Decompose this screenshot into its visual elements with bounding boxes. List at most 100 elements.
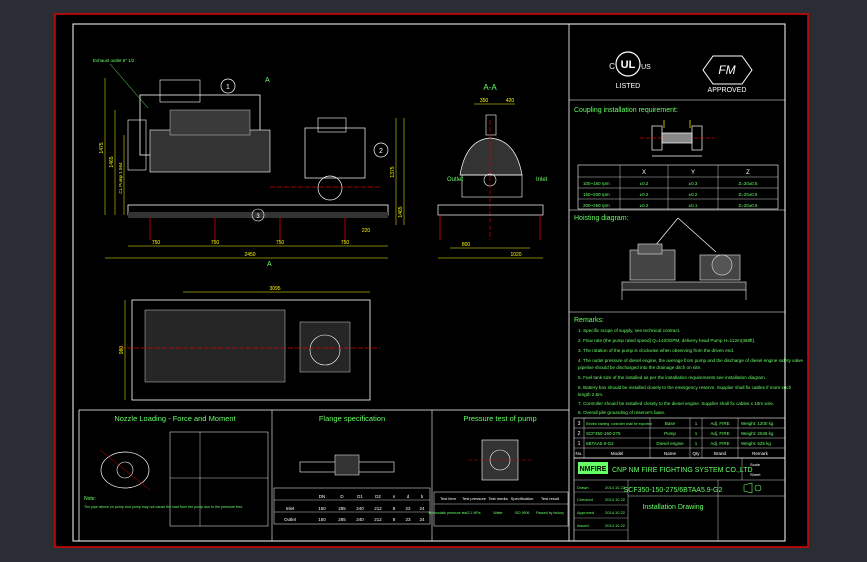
- svg-text:7. Controller should be instal: 7. Controller should be installed closel…: [578, 401, 774, 406]
- svg-text:1. Specific scope of supply, s: 1. Specific scope of supply, see technic…: [578, 328, 680, 333]
- svg-text:±0.1: ±0.1: [689, 203, 698, 208]
- svg-text:150~200 rpm: 150~200 rpm: [583, 192, 610, 197]
- svg-text:2014.10.22: 2014.10.22: [605, 485, 626, 490]
- svg-text:D1: D1: [357, 494, 363, 499]
- svg-text:3: 3: [256, 214, 260, 220]
- remarks-block: Remarks: 1. Specific scope of supply, se…: [574, 317, 803, 415]
- drawing-border: [72, 23, 786, 542]
- svg-text:Weight: 625 kg: Weight: 625 kg: [741, 441, 771, 446]
- svg-text:APPROVED: APPROVED: [708, 87, 747, 94]
- side-view: A-A 350 420 Outlet Inlet 800 1020: [437, 83, 548, 259]
- svg-text:Qty: Qty: [692, 451, 700, 456]
- svg-text:2.1 MPa: 2.1 MPa: [467, 511, 480, 515]
- svg-text:350: 350: [480, 98, 489, 104]
- svg-text:Inlet: Inlet: [536, 177, 548, 183]
- svg-text:750: 750: [152, 240, 161, 246]
- svg-text:23: 23: [405, 506, 411, 511]
- svg-text:b: b: [421, 494, 424, 499]
- plan-view: 3095 980: [119, 286, 380, 401]
- ul-listed-logo: UL C US LISTED: [609, 51, 651, 90]
- svg-text:Model: Model: [611, 451, 623, 456]
- svg-text:length 2.5m.: length 2.5m.: [578, 392, 603, 397]
- svg-text:750: 750: [211, 240, 220, 246]
- svg-text:LISTED: LISTED: [616, 83, 641, 90]
- svg-text:8: 8: [393, 517, 396, 522]
- svg-text:1020: 1020: [510, 252, 521, 258]
- svg-text:d: d: [407, 494, 410, 499]
- svg-text:±0.2: ±0.2: [689, 192, 698, 197]
- flange-spec-section: Flange specification DN D D1 D2 n d b In…: [273, 414, 431, 525]
- svg-text:23: 23: [405, 517, 411, 522]
- svg-text:220: 220: [362, 228, 371, 234]
- svg-text:CL Pump 1 564: CL Pump 1 564: [118, 162, 123, 194]
- svg-text:DN: DN: [319, 494, 326, 499]
- svg-text:8: 8: [393, 506, 396, 511]
- svg-text:Nozzle Loading - Force and Mom: Nozzle Loading - Force and Moment: [114, 414, 236, 423]
- svg-text:2014.10.22: 2014.10.22: [605, 523, 626, 528]
- svg-text:8. Overall pile grounding of r: 8. Overall pile grounding of reserve's b…: [578, 410, 665, 415]
- svg-text:A: A: [265, 77, 270, 84]
- svg-text:Test pressure: Test pressure: [462, 496, 487, 501]
- svg-text:Adj. FIRE: Adj. FIRE: [710, 431, 729, 436]
- svg-text:2: 2: [578, 431, 581, 437]
- svg-text:1: 1: [578, 441, 581, 447]
- svg-text:Sheet: Sheet: [750, 472, 761, 477]
- svg-text:ISO 9906: ISO 9906: [515, 511, 530, 515]
- svg-text:Test media: Test media: [488, 496, 508, 501]
- front-view: Exhaust outlet 6" 1/2 A A 1 2 3 750 7: [93, 58, 405, 268]
- svg-text:Weight: 2045 kg: Weight: 2045 kg: [741, 431, 774, 436]
- svg-text:Z=20±0.5: Z=20±0.5: [738, 181, 758, 186]
- svg-text:Specification: Specification: [511, 496, 534, 501]
- svg-text:FM: FM: [718, 63, 735, 77]
- svg-text:D: D: [340, 494, 344, 499]
- svg-text:pipeline should be discharged: pipeline should be discharged into the d…: [578, 365, 701, 370]
- svg-text:Test item: Test item: [440, 496, 457, 501]
- svg-text:Hydrostatic pressure test: Hydrostatic pressure test: [429, 511, 468, 515]
- svg-text:Diesel engine: Diesel engine: [656, 441, 684, 446]
- svg-text:Y: Y: [691, 170, 695, 176]
- svg-text:US: US: [641, 64, 651, 71]
- coupling-diagram: [640, 120, 715, 157]
- svg-text:150: 150: [318, 517, 326, 522]
- svg-text:Issued: Issued: [577, 523, 589, 528]
- svg-text:3. The rotation of the pump is: 3. The rotation of the pump is clockwise…: [578, 348, 734, 353]
- svg-text:285: 285: [338, 517, 346, 522]
- svg-text:Adj. FIRE: Adj. FIRE: [710, 441, 729, 446]
- svg-text:±0.2: ±0.2: [640, 181, 649, 186]
- drawing-number: SCF350-150-275/6BTAA5.9-G2: [624, 487, 723, 494]
- svg-text:Note:: Note:: [84, 496, 96, 502]
- svg-text:Remark: Remark: [752, 451, 769, 456]
- svg-text:1375: 1375: [390, 166, 396, 177]
- svg-text:X: X: [642, 170, 646, 176]
- svg-text:±0.2: ±0.2: [640, 192, 649, 197]
- svg-text:Outlet: Outlet: [447, 177, 463, 183]
- svg-text:Water: Water: [493, 511, 503, 515]
- svg-text:2450: 2450: [244, 252, 255, 258]
- svg-text:Scale: Scale: [750, 462, 761, 467]
- svg-text:Name: Name: [664, 451, 677, 456]
- svg-text:1: 1: [695, 441, 698, 446]
- svg-text:1475: 1475: [99, 142, 105, 153]
- svg-text:240: 240: [356, 506, 364, 511]
- svg-text:6. Battery box should be insta: 6. Battery box should be installed close…: [578, 385, 792, 390]
- svg-text:Outlet: Outlet: [284, 517, 297, 522]
- svg-text:n: n: [393, 494, 396, 499]
- drawing-title: Installation Drawing: [642, 504, 703, 511]
- svg-text:Test result: Test result: [541, 496, 560, 501]
- svg-text:2014.10.22: 2014.10.22: [605, 497, 626, 502]
- svg-text:±0.3: ±0.3: [689, 181, 698, 186]
- svg-text:800: 800: [462, 242, 471, 248]
- svg-text:Passed by factory: Passed by factory: [536, 511, 564, 515]
- svg-text:A: A: [267, 261, 272, 268]
- svg-text:Z: Z: [746, 170, 750, 176]
- hoisting-diagram: [621, 217, 747, 300]
- svg-text:750: 750: [276, 240, 285, 246]
- svg-text:150: 150: [318, 506, 326, 511]
- svg-text:1: 1: [695, 431, 698, 436]
- svg-text:Z=20±0.5: Z=20±0.5: [738, 203, 758, 208]
- svg-text:Inlet: Inlet: [286, 506, 295, 511]
- svg-text:1465: 1465: [398, 206, 404, 217]
- svg-text:Checked: Checked: [577, 497, 593, 502]
- svg-text:1: 1: [695, 421, 698, 426]
